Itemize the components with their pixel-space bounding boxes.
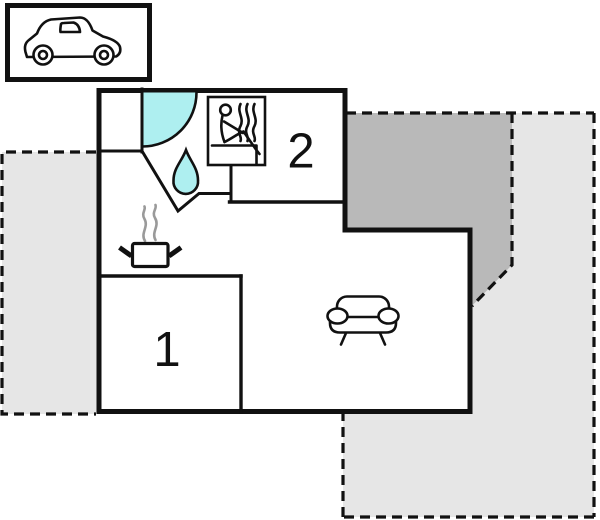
terrace-right	[343, 113, 594, 517]
sofa-armrest-right	[377, 307, 400, 325]
terrace-left-dashed-border	[0, 150, 96, 416]
sauna-heat-wave-1	[237, 102, 243, 143]
water-drop-icon	[172, 146, 200, 196]
pot-handle-left	[118, 245, 133, 259]
sauna-bench	[210, 144, 258, 166]
car-wheel-front-hub	[37, 49, 49, 61]
pot-body	[130, 241, 170, 269]
car-wheel-rear	[93, 44, 115, 66]
steam-wave-2	[152, 203, 158, 242]
sauna-icon	[206, 95, 267, 167]
shower-floor	[142, 92, 197, 147]
interior-walls	[97, 87, 347, 414]
room2-label: 2	[287, 125, 314, 179]
car-window	[59, 21, 82, 34]
sofa-armrest-left	[326, 307, 349, 325]
sauna-heat-wave-2	[244, 102, 250, 143]
pot-handle-right	[167, 245, 183, 259]
carport	[5, 3, 152, 82]
terraces	[0, 111, 596, 519]
sauna-person-leg	[223, 130, 261, 156]
steam-wave-1	[141, 205, 148, 243]
car-icon	[23, 16, 122, 66]
room1-label: 1	[153, 323, 180, 377]
car-body	[23, 16, 122, 59]
bathroom-angled-wall	[139, 148, 233, 214]
sofa-leg-right	[378, 331, 387, 346]
car-wheel-front	[32, 44, 54, 66]
shower-icon	[142, 92, 198, 148]
sauna-heat-wave-3	[251, 102, 257, 143]
sauna-person-head	[218, 103, 233, 117]
car-wheel-rear-hub	[98, 49, 110, 61]
cooking-pot-icon	[118, 203, 183, 269]
terrace-divider-dashed	[470, 113, 514, 308]
sofa-icon	[326, 295, 400, 346]
sofa-leg-left	[339, 331, 348, 346]
terrace-covered	[346, 113, 512, 306]
shower-curtain-arc	[142, 92, 198, 148]
sauna-person-torso	[220, 114, 226, 144]
sauna-cabin	[206, 95, 267, 167]
terrace-left	[2, 152, 97, 414]
